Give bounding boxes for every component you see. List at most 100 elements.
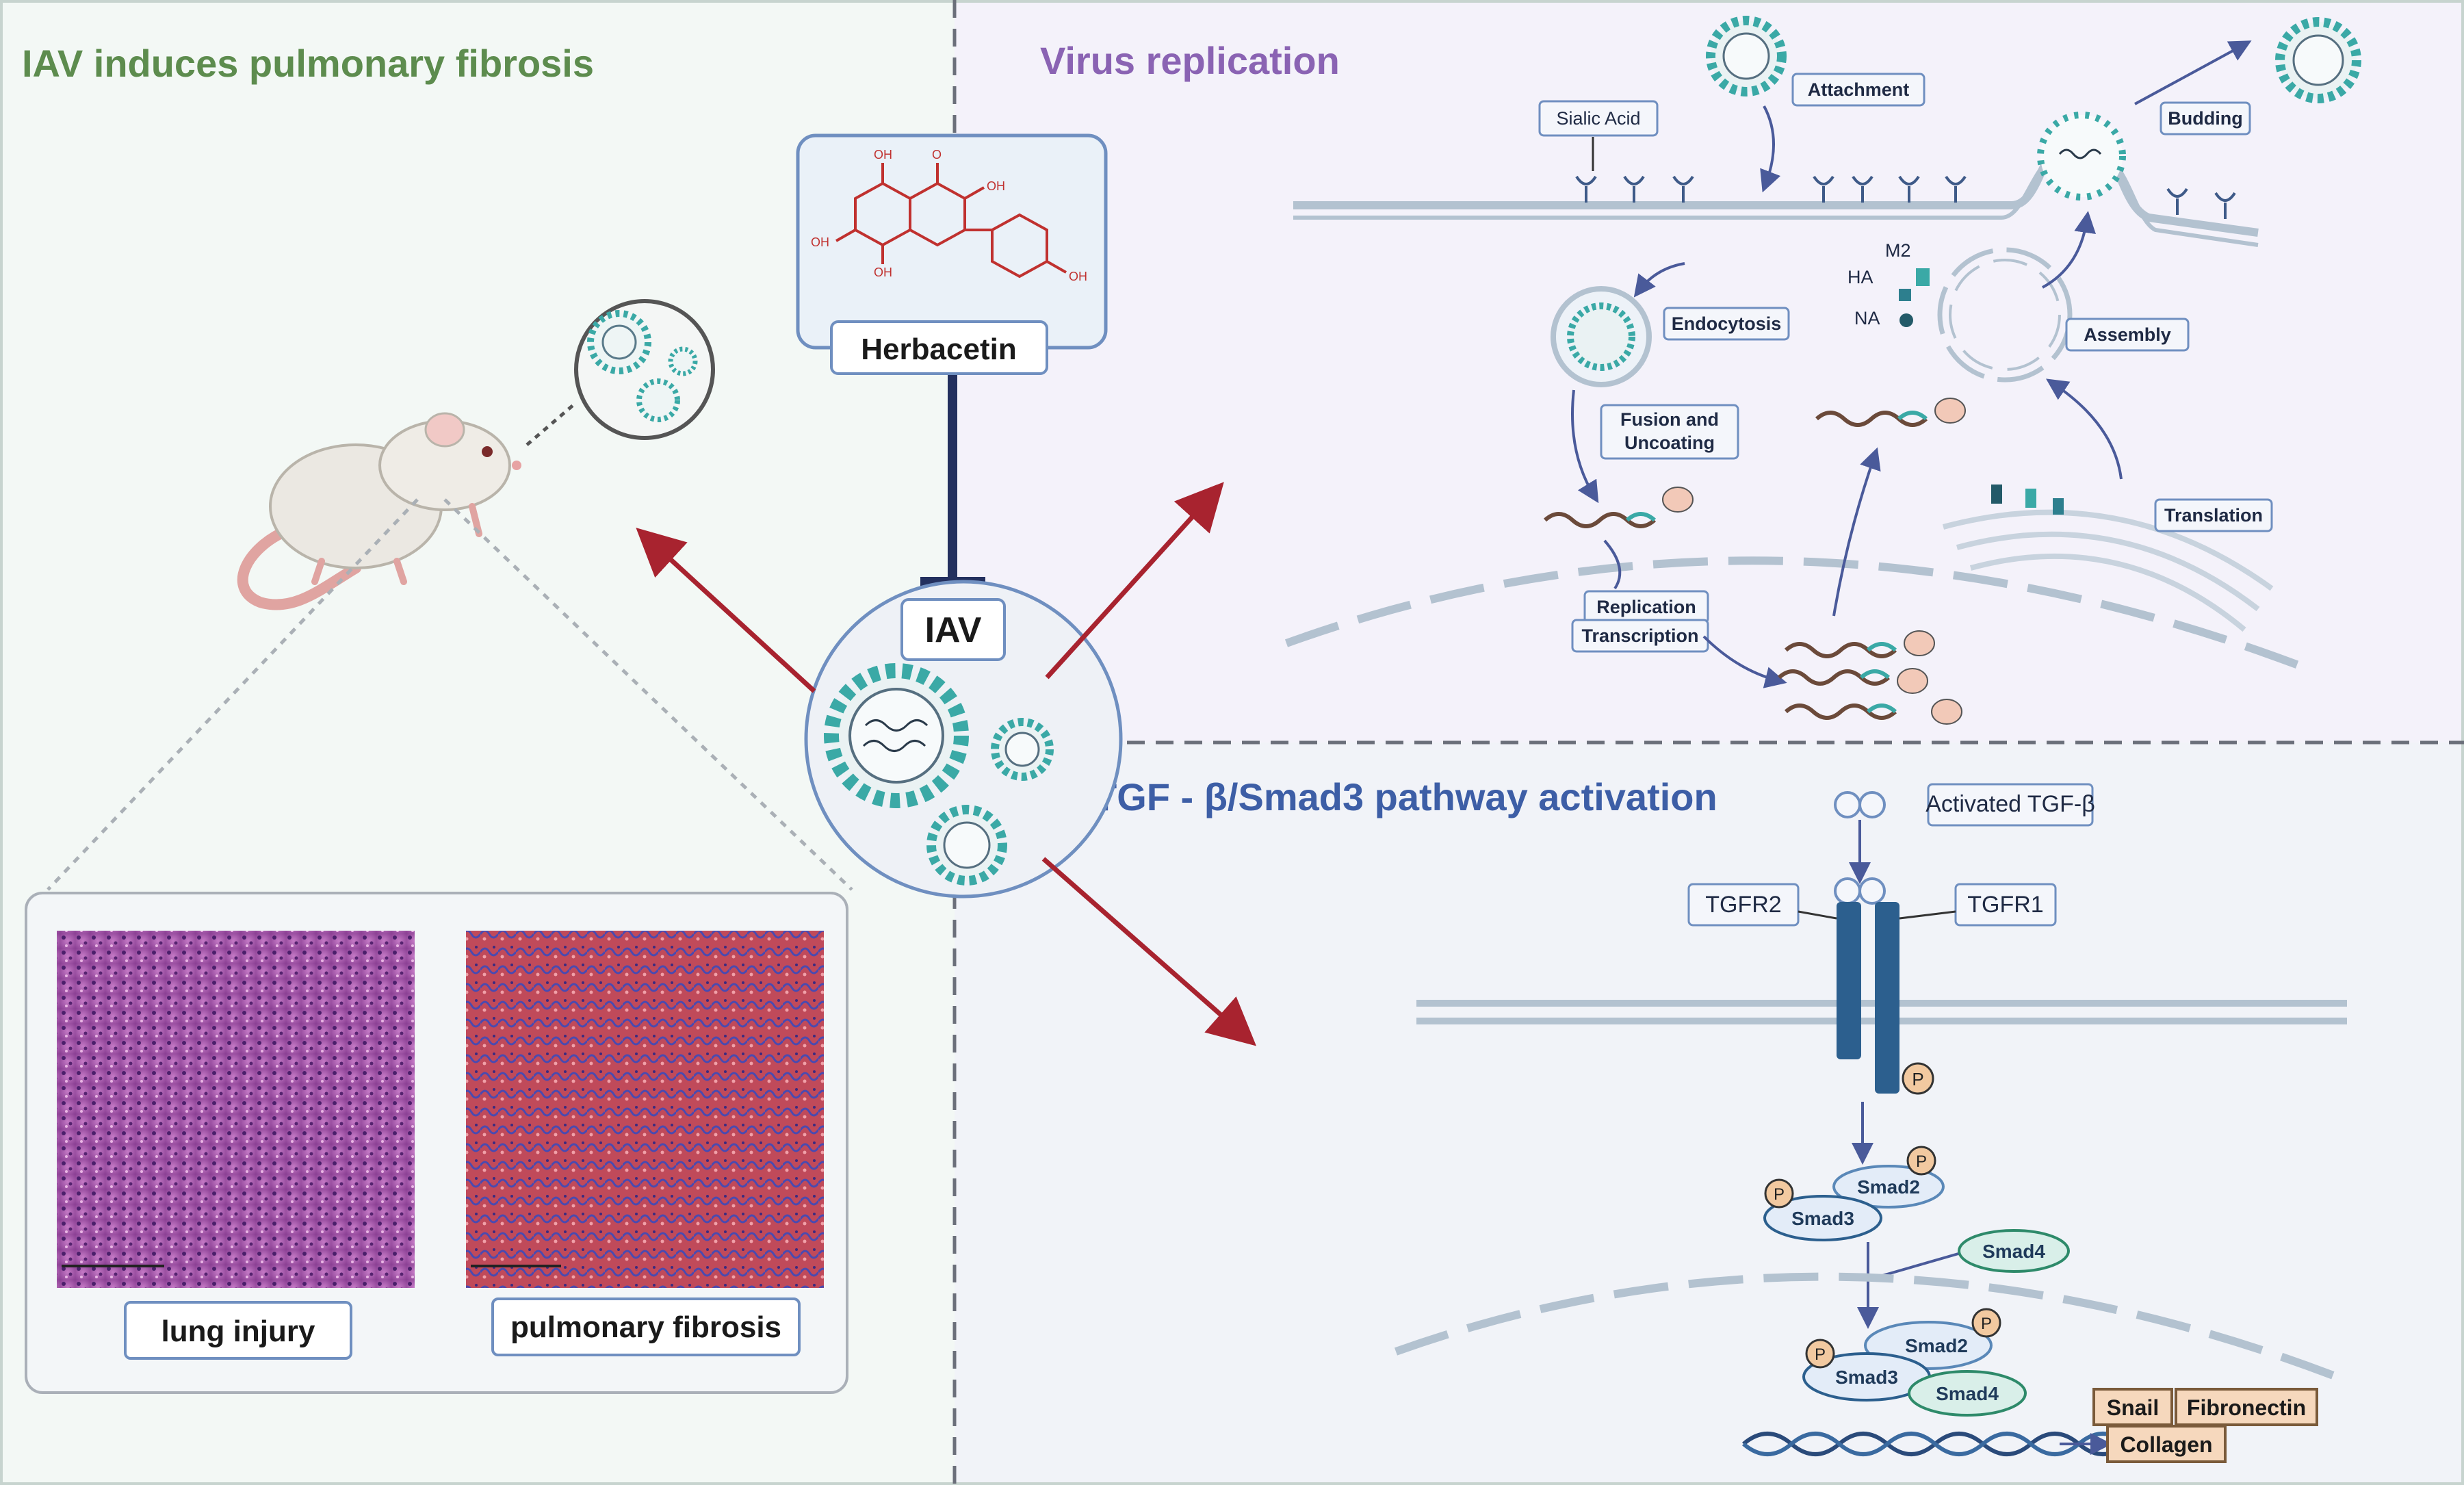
gene-collagen: Collagen — [2120, 1432, 2212, 1457]
smad3-nuclear-phospho — [1805, 1339, 1835, 1369]
smad3-cyto-phospho-label: P — [1774, 1185, 1785, 1204]
tgfr2-box — [1687, 883, 1800, 927]
smad4-cyto — [1958, 1229, 2070, 1273]
endocytosis-arrow — [1633, 262, 1685, 298]
sialic-acid-box — [1538, 100, 1659, 137]
pathway-panel-title: TGF - β/Smad3 pathway activation — [1093, 775, 1717, 818]
arrow-to-mouse — [636, 528, 816, 693]
virus-small-bottom — [926, 805, 1007, 886]
oxo-label: O — [932, 148, 942, 162]
endocytosis-box — [1663, 307, 1790, 341]
protein-icons — [1899, 268, 1930, 327]
oh-label-bottom: OH — [874, 266, 892, 279]
smad2-nuclear-label: Smad2 — [1905, 1335, 1968, 1356]
budding-box — [2160, 101, 2251, 135]
mouse-illustration — [237, 412, 521, 610]
herbacetin-label-box — [830, 320, 1048, 375]
tgfr1-pointer — [1899, 910, 1956, 920]
oh-label-left: OH — [811, 235, 829, 249]
attachment-box — [1791, 73, 1925, 107]
receptor-phospho-label: P — [1912, 1069, 1923, 1089]
assembly-box — [2065, 318, 2190, 352]
ha-label: HA — [1847, 267, 1873, 287]
tgfr1-box — [1954, 883, 2057, 927]
smad3-cyto-label: Smad3 — [1791, 1208, 1854, 1229]
vrna-uncoated — [1543, 487, 1694, 528]
assembly-label: Assembly — [2084, 324, 2171, 345]
pulmonary-fibrosis-caption: pulmonary fibrosis — [510, 1310, 781, 1344]
fusion-arrow — [1571, 389, 1599, 504]
oh-label-ring: OH — [1069, 270, 1087, 283]
iav-label-box — [900, 598, 1006, 661]
transcription-label: Transcription — [1581, 625, 1698, 646]
fusion-label-line2: Uncoating — [1624, 432, 1715, 453]
endocytosis-label: Endocytosis — [1672, 313, 1782, 334]
pathway-panel-bg — [955, 742, 2464, 1485]
endosome — [1551, 286, 1652, 387]
herbacetin-label: Herbacetin — [861, 333, 1016, 366]
receptor-phospho — [1902, 1062, 1934, 1095]
lung-injury-image — [57, 931, 415, 1288]
assembly-ring — [1937, 247, 2073, 383]
pulmonary-fibrosis-caption-box — [491, 1297, 801, 1356]
budding-arrow — [2134, 40, 2252, 105]
smad4-nuclear — [1908, 1370, 2027, 1417]
sialic-acid-label: Sialic Acid — [1556, 108, 1640, 129]
activated-tgfb-label: Activated TGF-β — [1925, 791, 2095, 817]
smad3-cyto — [1763, 1195, 1882, 1241]
budding-label: Budding — [2168, 108, 2242, 129]
smad2-nuclear-phospho-label: P — [1981, 1315, 1992, 1333]
replication-label: Replication — [1596, 597, 1696, 617]
iav-label: IAV — [925, 610, 982, 650]
activated-tgfb-box — [1927, 783, 2094, 827]
transcription-arrow — [1702, 635, 1787, 688]
replication-panel-title: Virus replication — [1040, 39, 1340, 82]
vrna-copies — [1777, 630, 1962, 725]
tgfr2-label: TGFR2 — [1705, 892, 1781, 918]
tgf-beta-ligand — [1834, 791, 1886, 818]
uncoat-to-nucleus-line — [1603, 539, 1622, 590]
virus-attaching — [1706, 16, 1787, 96]
assembly-arrow — [2042, 211, 2097, 289]
gene-fibronectin-box — [2175, 1388, 2318, 1426]
attachment-label: Attachment — [1808, 79, 1910, 100]
oh-label-top: OH — [874, 148, 892, 162]
virus-released — [2275, 17, 2361, 103]
translation-arrow — [2046, 378, 2123, 480]
smad2-nuclear-phospho — [1971, 1308, 2001, 1338]
lung-injury-caption-box — [124, 1301, 352, 1360]
sialic-acid-receptors — [1575, 175, 2236, 219]
smad4-nuclear-label: Smad4 — [1936, 1383, 1999, 1404]
pulmonary-fibrosis-image — [466, 931, 824, 1288]
arrow-to-pathway — [1041, 857, 1257, 1046]
gene-snail-box — [2092, 1388, 2173, 1426]
herbacetin-box — [796, 133, 1108, 350]
translation-box — [2154, 498, 2273, 532]
virus-large — [824, 663, 969, 808]
gene-fibronectin: Fibronectin — [2187, 1395, 2306, 1420]
dna-helix — [1742, 1432, 2128, 1456]
gene-snail: Snail — [2107, 1395, 2159, 1420]
tgf-receptor — [1834, 877, 1899, 1094]
nuclear-envelope-bottom — [1394, 1272, 2335, 1380]
tgfr2-pointer — [1798, 910, 1837, 920]
smad2-cyto-label: Smad2 — [1857, 1176, 1920, 1198]
m2-label: M2 — [1885, 240, 1911, 261]
fusion-box — [1600, 404, 1739, 460]
vrna-assembled — [1815, 398, 1966, 427]
oh-label-right: OH — [987, 179, 1005, 193]
lung-injury-caption: lung injury — [161, 1315, 315, 1348]
herbacetin-structure — [835, 163, 1067, 279]
translation-label: Translation — [2164, 505, 2263, 526]
arrow-to-replication — [1045, 482, 1224, 680]
left-panel-title: IAV induces pulmonary fibrosis — [22, 42, 594, 85]
fusion-label-line1: Fusion and — [1620, 409, 1719, 430]
smad3-cyto-phospho — [1764, 1178, 1794, 1209]
virus-zoom-circle — [526, 299, 715, 446]
virus-budding — [2037, 112, 2126, 201]
smad4-cyto-label: Smad4 — [1982, 1241, 2045, 1262]
smad2-cyto-phospho-label: P — [1916, 1152, 1927, 1171]
smad2-cyto-phospho — [1906, 1146, 1936, 1176]
tgfr1-label: TGFR1 — [1967, 892, 2043, 918]
